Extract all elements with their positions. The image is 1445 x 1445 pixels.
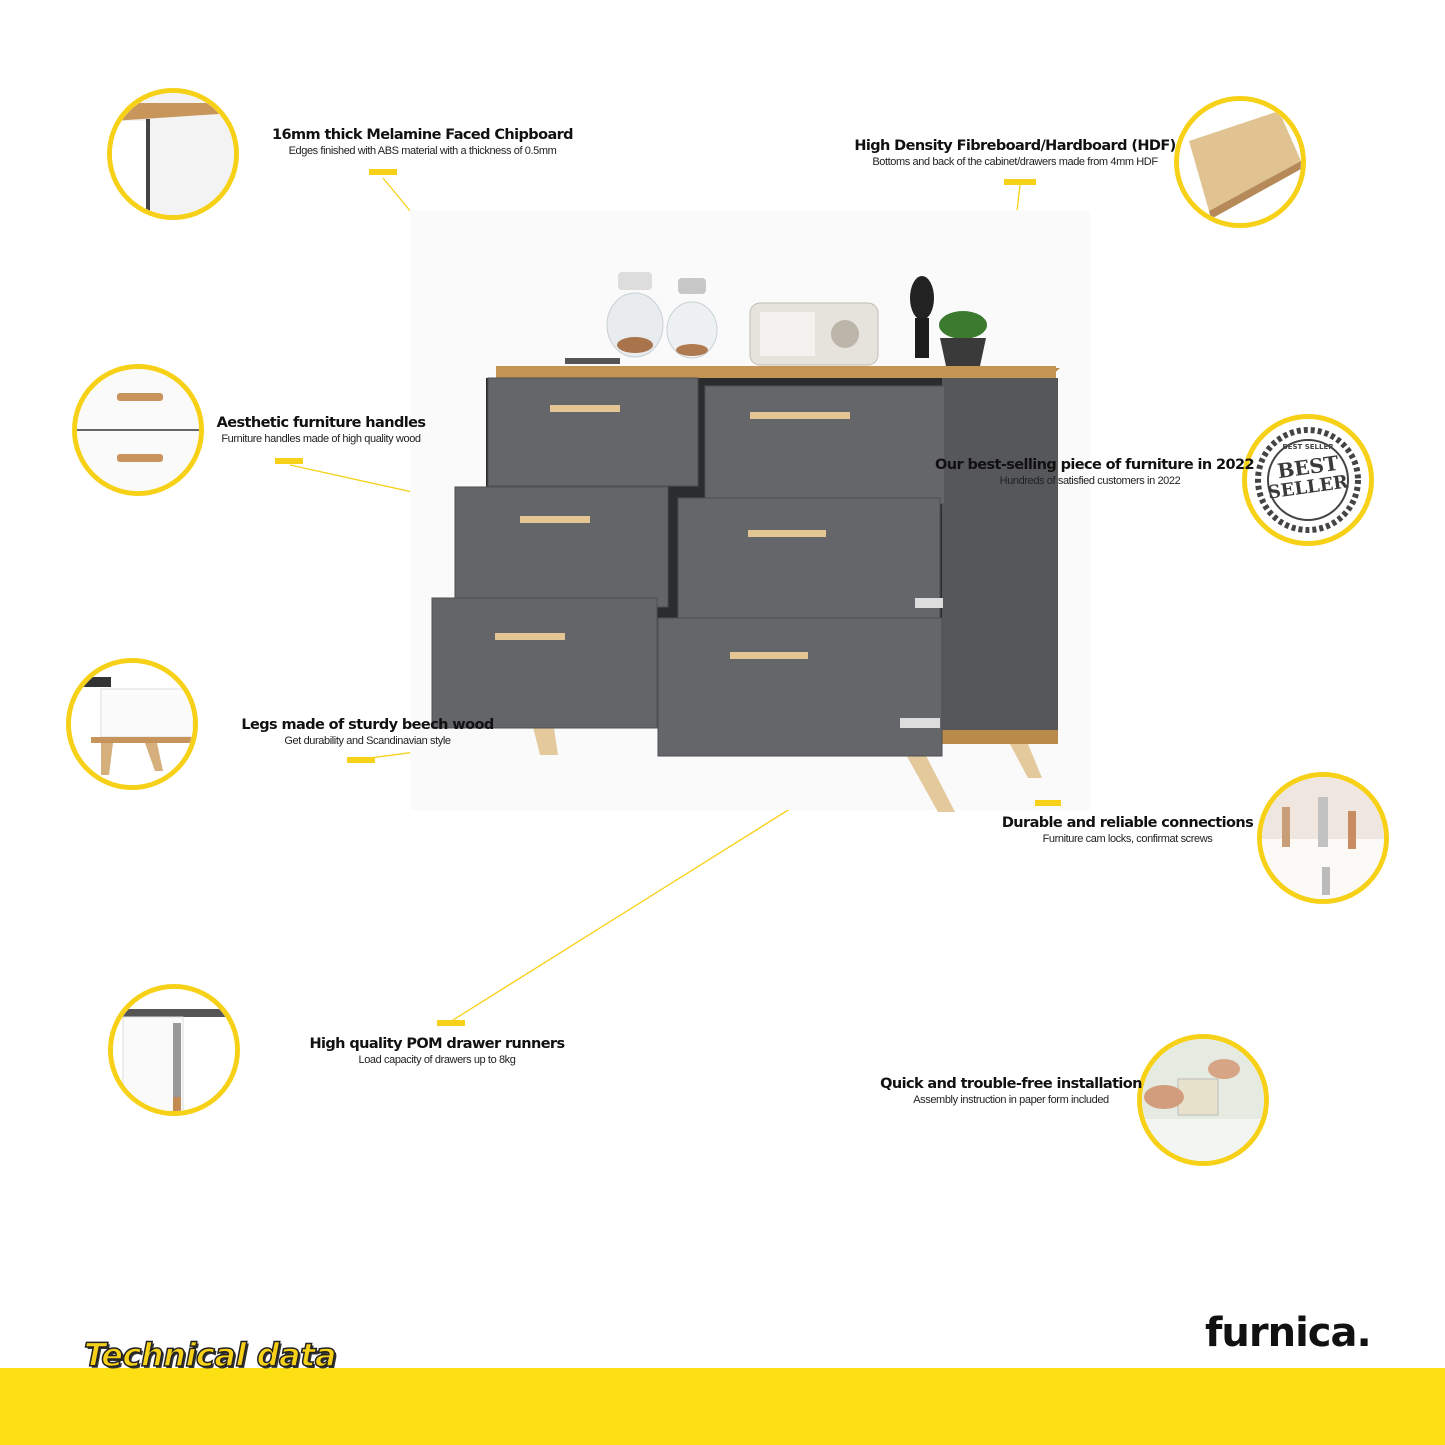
- dresser-image: [410, 210, 1090, 812]
- plant-accessory: [910, 276, 987, 366]
- installation-detail-image: [1137, 1034, 1269, 1166]
- jar-accessory: [606, 272, 718, 359]
- runners-detail-image: [108, 984, 240, 1116]
- feature-title: High Density Fibreboard/Hardboard (HDF): [854, 138, 1176, 154]
- feature-title: Aesthetic furniture handles: [216, 415, 426, 431]
- feature-connections: Durable and reliable connections Furnitu…: [1000, 815, 1255, 845]
- hdf-detail-image: [1174, 96, 1306, 228]
- feature-subtitle: Bottoms and back of the cabinet/drawers …: [872, 156, 1158, 168]
- accent-dash: [437, 1020, 465, 1026]
- feature-subtitle: Furniture cam locks, confirmat screws: [1042, 833, 1213, 845]
- feature-subtitle: Hundreds of satisfied customers in 2022: [999, 475, 1181, 487]
- bestseller-badge: BEST SELLER BEST SELLER: [1242, 414, 1374, 546]
- feature-legs: Legs made of sturdy beech wood Get durab…: [225, 717, 510, 747]
- connections-detail-image: [1257, 772, 1389, 904]
- accent-dash: [347, 757, 375, 763]
- technical-data-heading: Technical data: [83, 1335, 337, 1375]
- book-accessory: [565, 358, 620, 364]
- legs-detail-image: [66, 658, 198, 790]
- accent-dash: [275, 458, 303, 464]
- badge-top-text: BEST SELLER: [1282, 443, 1334, 451]
- feature-subtitle: Get durability and Scandinavian style: [284, 735, 451, 747]
- feature-title: 16mm thick Melamine Faced Chipboard: [272, 127, 574, 143]
- feature-chipboard: 16mm thick Melamine Faced Chipboard Edge…: [250, 127, 595, 157]
- accent-dash: [369, 169, 397, 175]
- feature-title: Our best-selling piece of furniture in 2…: [935, 457, 1255, 473]
- feature-title: High quality POM drawer runners: [309, 1036, 565, 1052]
- accent-dash: [1035, 800, 1061, 806]
- feature-bestseller: Our best-selling piece of furniture in 2…: [935, 457, 1255, 487]
- feature-handles: Aesthetic furniture handles Furniture ha…: [196, 415, 446, 445]
- feature-hdf: High Density Fibreboard/Hardboard (HDF) …: [845, 138, 1185, 168]
- feature-title: Durable and reliable connections: [1001, 815, 1254, 831]
- accent-dash: [1004, 179, 1036, 185]
- feature-subtitle: Edges finished with ABS material with a …: [288, 145, 557, 157]
- feature-subtitle: Assembly instruction in paper form inclu…: [913, 1094, 1109, 1106]
- feature-title: Quick and trouble-free installation: [880, 1076, 1142, 1092]
- radio-accessory: [749, 302, 879, 366]
- feature-subtitle: Furniture handles made of high quality w…: [221, 433, 421, 445]
- chipboard-detail-image: [107, 88, 239, 220]
- footer-band: [0, 1368, 1445, 1445]
- brand-logo: furnica.: [1205, 1310, 1372, 1356]
- feature-installation: Quick and trouble-free installation Asse…: [880, 1076, 1142, 1106]
- handles-detail-image: [72, 364, 204, 496]
- feature-subtitle: Load capacity of drawers up to 8kg: [358, 1054, 516, 1066]
- feature-runners: High quality POM drawer runners Load cap…: [297, 1036, 577, 1066]
- feature-title: Legs made of sturdy beech wood: [241, 717, 494, 733]
